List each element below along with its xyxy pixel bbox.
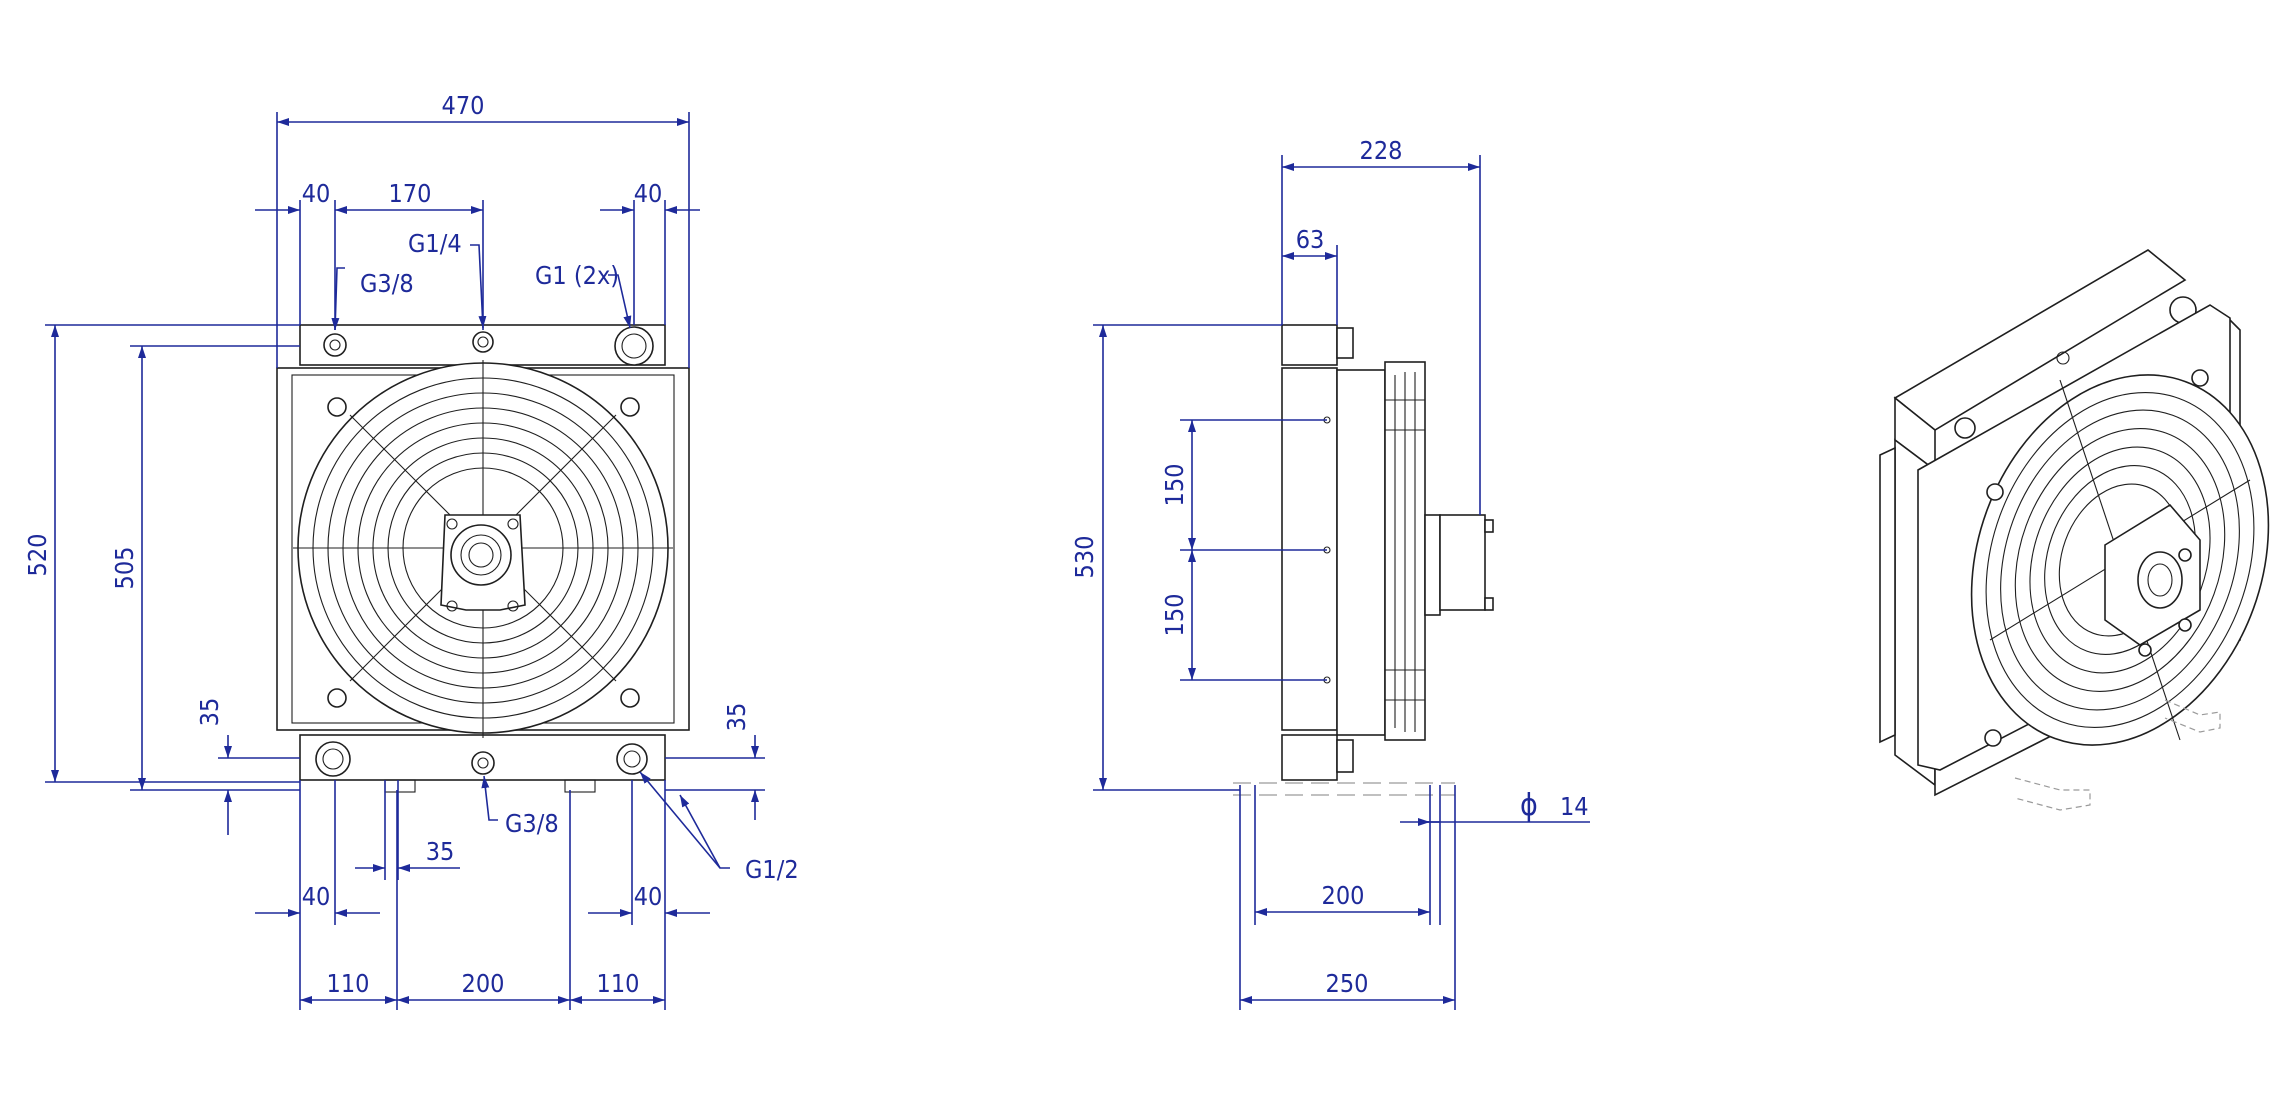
label-g38-top: G3/8 — [360, 269, 414, 298]
side-shroud — [1336, 369, 1386, 736]
dim-63: 63 — [1296, 225, 1325, 254]
dim-40-bottom-left: 40 — [302, 882, 331, 911]
dim-530: 530 — [1070, 536, 1099, 579]
mounting-ears — [327, 397, 640, 708]
side-motor — [1424, 514, 1441, 616]
dim-150-lower: 150 — [1160, 594, 1189, 637]
dim-520: 520 — [23, 534, 52, 577]
label-g1: G1 (2x) — [535, 261, 619, 290]
foot-left — [384, 779, 416, 793]
dim-40-top-left: 40 — [302, 179, 331, 208]
port-g1-top — [614, 326, 654, 366]
side-view: 228 63 530 150 150 ϕ 14 200 250 — [1070, 136, 1590, 1010]
dim-35-right: 35 — [722, 703, 751, 732]
port-g12 — [616, 743, 648, 775]
dim-40-top-right: 40 — [634, 179, 663, 208]
foot-right — [564, 779, 596, 793]
label-g12: G1/2 — [745, 855, 799, 884]
dim-14: 14 — [1560, 792, 1589, 821]
port-g14 — [472, 331, 494, 353]
side-port-top — [1336, 327, 1354, 359]
dimension-lines-side — [1093, 155, 1590, 1010]
dim-150-upper: 150 — [1160, 464, 1189, 507]
dim-228: 228 — [1360, 136, 1403, 165]
iso-side-bracket — [1879, 446, 1896, 744]
label-g14: G1/4 — [408, 229, 462, 258]
isometric-view — [1879, 249, 2270, 811]
phi-symbol: ϕ — [1520, 788, 1538, 823]
iso-fan-motor — [2104, 503, 2201, 657]
port-g38-bottom — [471, 751, 495, 775]
side-bottom-tank — [1281, 734, 1338, 781]
dim-200-bottom: 200 — [462, 969, 505, 998]
dimension-lines-front — [45, 112, 765, 1010]
dim-110-right: 110 — [597, 969, 640, 998]
dim-170: 170 — [389, 179, 432, 208]
dim-470: 470 — [442, 91, 485, 120]
port-g38-top — [323, 333, 347, 357]
dim-505: 505 — [110, 547, 139, 590]
side-header-tank — [1281, 324, 1338, 366]
label-g38-bottom: G3/8 — [505, 809, 559, 838]
side-port-bottom — [1336, 739, 1354, 773]
dim-40-bottom-right: 40 — [634, 882, 663, 911]
side-core — [1281, 367, 1338, 731]
fan-motor — [440, 514, 526, 612]
dim-110-left: 110 — [327, 969, 370, 998]
dimension-labels-side: 228 63 530 150 150 ϕ 14 200 250 — [1070, 136, 1589, 998]
iso-feet — [2014, 699, 2221, 811]
dim-250: 250 — [1326, 969, 1369, 998]
dim-35-bottom: 35 — [426, 837, 455, 866]
dimension-labels-front: 470 40 170 40 G1/4 G3/8 G1 (2x) 520 505 … — [23, 91, 799, 998]
side-motor-box — [1439, 514, 1486, 611]
port-g1-bottom-left — [315, 741, 351, 777]
dim-35-left: 35 — [195, 698, 224, 727]
front-view: 470 40 170 40 G1/4 G3/8 G1 (2x) 520 505 … — [23, 91, 799, 1010]
dim-200-side: 200 — [1322, 881, 1365, 910]
side-foot-outline — [1233, 782, 1455, 796]
